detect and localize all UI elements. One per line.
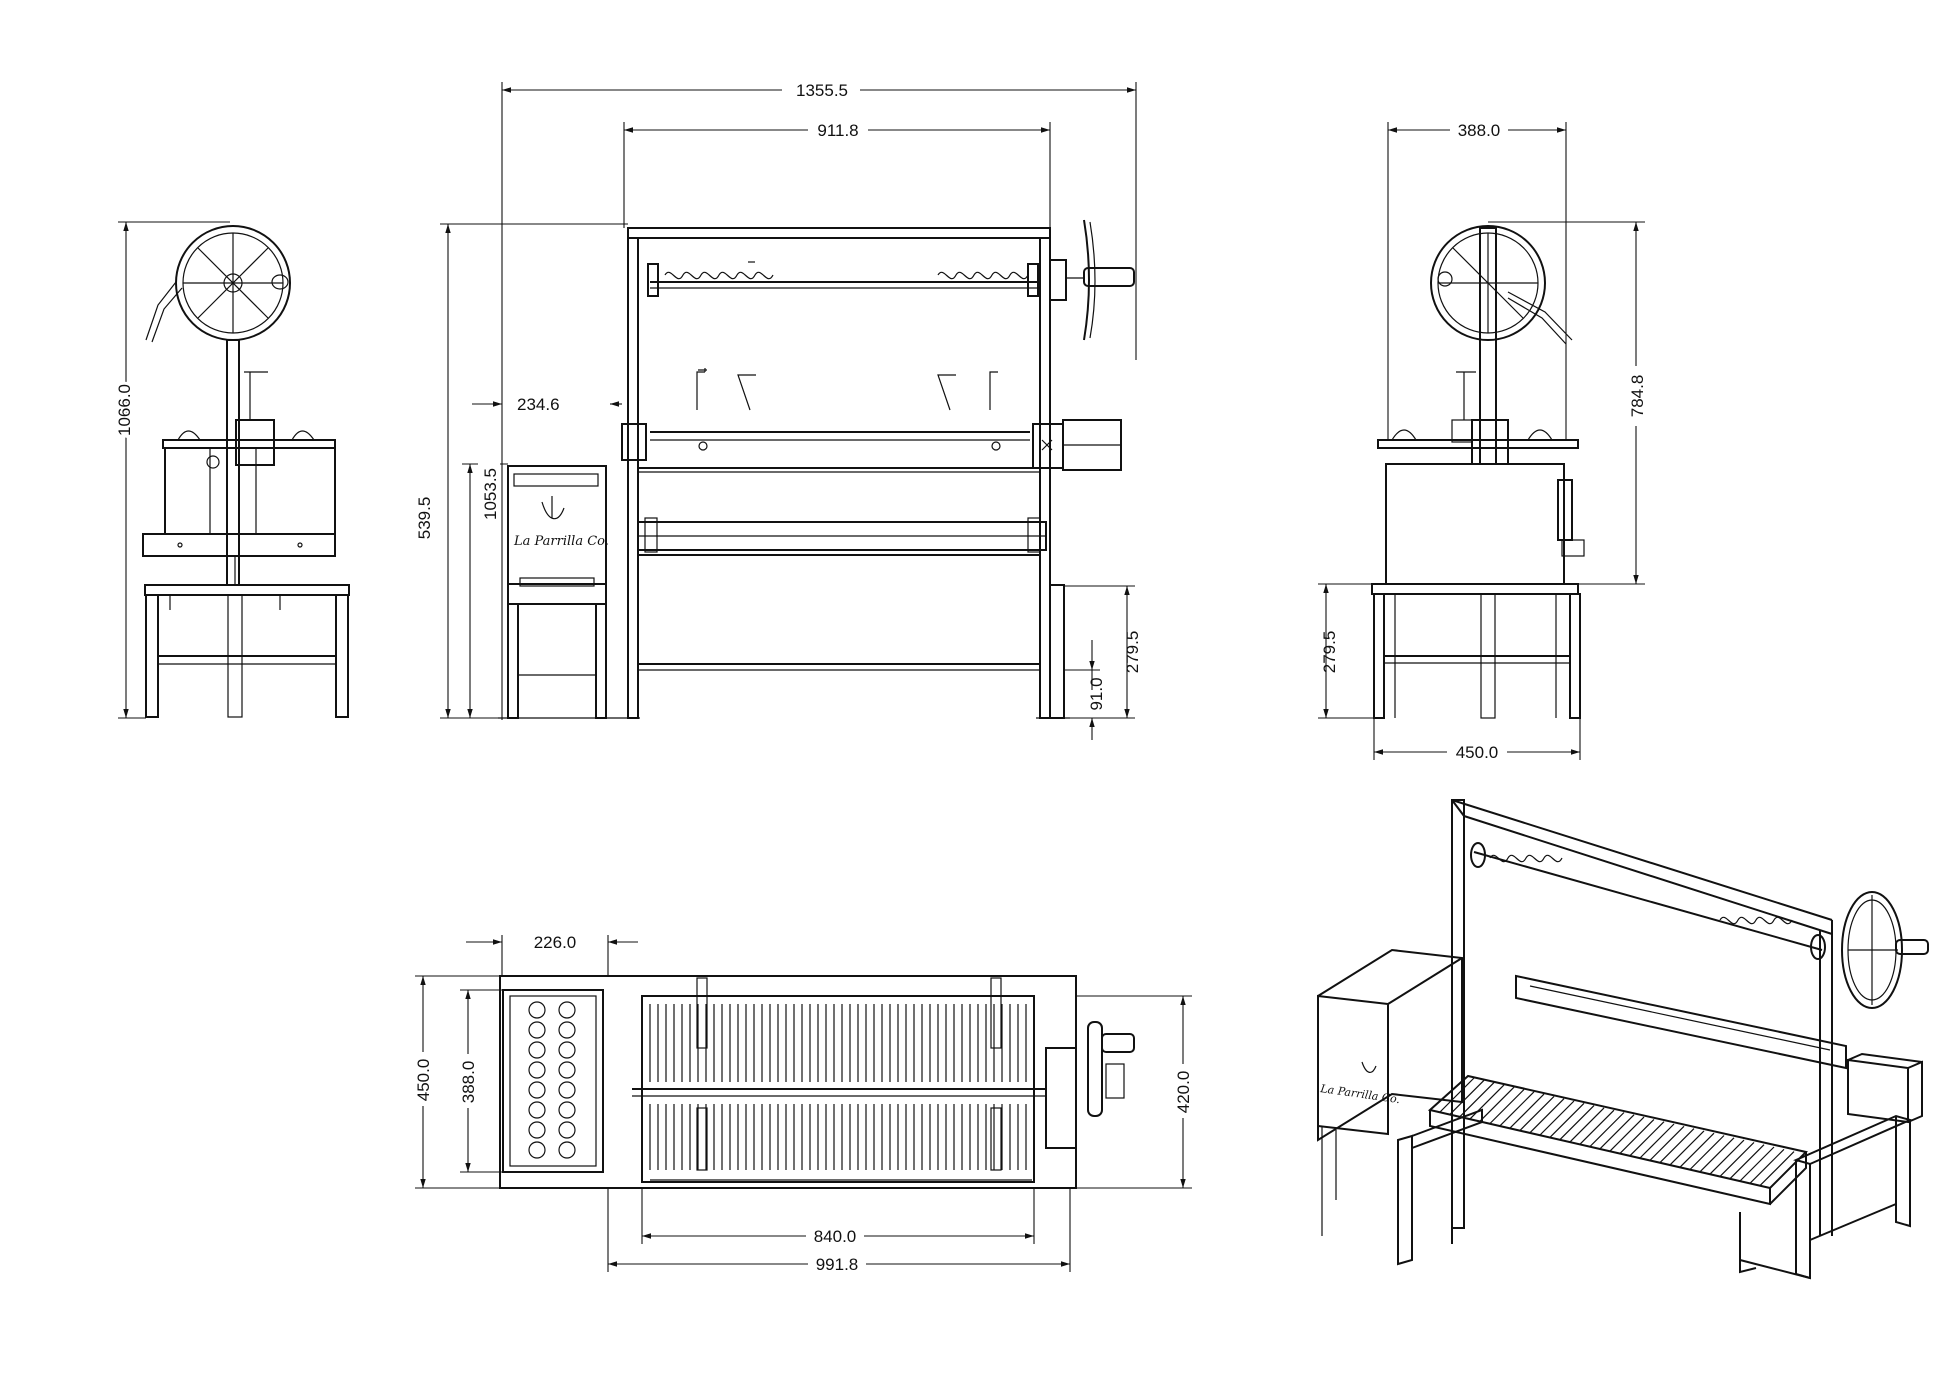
iso-grill-bar — [1479, 1086, 1515, 1122]
iso-grill-bar — [1529, 1098, 1565, 1134]
dim-front-frame-width: 911.8 — [817, 121, 858, 140]
basket-hole — [558, 1081, 576, 1099]
basket-hole — [528, 1121, 546, 1139]
top-basket-holes — [528, 1001, 576, 1159]
basket-hole — [558, 1061, 576, 1079]
basket-hole — [528, 1061, 546, 1079]
dim-front-firebox-height: 539.5 — [415, 497, 434, 540]
iso-grill-bar — [1739, 1146, 1775, 1182]
basket-hole — [558, 1141, 576, 1159]
dim-top-basket-depth: 388.0 — [459, 1061, 478, 1104]
iso-grill-bar — [1559, 1105, 1595, 1141]
basket-hole — [558, 1001, 576, 1019]
dim-front-overall-width: 1355.5 — [796, 81, 848, 100]
basket-hole — [558, 1101, 576, 1119]
iso-grill-bar — [1699, 1137, 1735, 1173]
iso-grill-bar — [1669, 1130, 1705, 1166]
side-view: 1066.0 — [112, 221, 350, 719]
dim-right-table-height: 279.5 — [1320, 631, 1339, 674]
iso-grill-bar — [1639, 1123, 1675, 1159]
front-side-basket: La Parrilla Co. — [507, 465, 609, 719]
iso-grill-bar — [1459, 1082, 1495, 1118]
top-view: 226.0 450.0 388.0 420.0 840.0 991.8 — [412, 933, 1194, 1276]
dim-front-offset: 234.6 — [517, 395, 560, 414]
basket-hole — [558, 1121, 576, 1139]
dim-front-table-height: 279.5 — [1123, 631, 1142, 674]
iso-grill-bar — [1489, 1089, 1525, 1124]
iso-grill-bar — [1659, 1128, 1695, 1164]
front-brand-mark: La Parrilla Co. — [513, 534, 609, 549]
iso-grill-bar — [1609, 1116, 1645, 1152]
iso-grill-bar — [1579, 1109, 1615, 1145]
isometric-view: La Parrilla Co. — [1317, 799, 1929, 1280]
iso-grill-bar — [1629, 1121, 1665, 1157]
basket-hole — [528, 1141, 546, 1159]
iso-grill-bar — [1729, 1144, 1765, 1180]
top-grill-bars — [649, 1004, 1027, 1170]
basket-hole — [558, 1041, 576, 1059]
dim-top-grill-depth: 420.0 — [1174, 1071, 1193, 1114]
right-view: 388.0 784.8 279.5 450.0 — [1318, 118, 1648, 764]
iso-grill-bar — [1759, 1151, 1795, 1187]
basket-hole — [558, 1021, 576, 1039]
iso-grill-bar — [1519, 1095, 1555, 1131]
iso-grill-bar — [1569, 1107, 1605, 1143]
iso-grill-bars — [1439, 1077, 1805, 1189]
basket-hole — [528, 1081, 546, 1099]
dim-right-top-width: 388.0 — [1458, 121, 1501, 140]
dim-right-height: 784.8 — [1628, 375, 1647, 418]
dim-front-total-height: 1053.5 — [481, 468, 500, 520]
iso-grill-bar — [1689, 1135, 1725, 1170]
iso-grill-bar — [1709, 1139, 1745, 1175]
iso-grill-bar — [1539, 1100, 1575, 1136]
dim-top-grill-width: 840.0 — [814, 1227, 857, 1246]
iso-grill-bar — [1549, 1102, 1585, 1138]
iso-grill-bar — [1499, 1091, 1535, 1127]
dim-side-height: 1066.0 — [115, 384, 134, 436]
dim-front-leg-gap: 91.0 — [1087, 677, 1106, 710]
basket-hole — [528, 1021, 546, 1039]
iso-grill-bar — [1649, 1125, 1685, 1161]
basket-hole — [528, 1041, 546, 1059]
dim-right-base-width: 450.0 — [1456, 743, 1499, 762]
iso-grill-bar — [1719, 1141, 1755, 1177]
iso-grill-bar — [1439, 1077, 1475, 1113]
side-wheel — [145, 225, 291, 343]
iso-grill-bar — [1449, 1079, 1485, 1115]
top-basket — [502, 989, 604, 1173]
iso-grill-bar — [1509, 1093, 1545, 1129]
basket-hole — [528, 1101, 546, 1119]
basket-hole — [528, 1001, 546, 1019]
iso-grill-bar — [1599, 1114, 1635, 1150]
front-view: La Parrilla Co. 1355.5 911.8 234.6 539.5 — [415, 78, 1142, 740]
iso-grill-bar — [1589, 1112, 1625, 1147]
iso-grill-bar — [1679, 1132, 1715, 1168]
right-wheel — [1430, 225, 1573, 345]
dim-top-overall-width: 991.8 — [816, 1255, 859, 1274]
dim-top-basket-width: 226.0 — [534, 933, 577, 952]
iso-grill-bar — [1749, 1148, 1785, 1184]
dim-top-overall-depth: 450.0 — [414, 1059, 433, 1102]
iso-grill-bar — [1619, 1118, 1655, 1154]
